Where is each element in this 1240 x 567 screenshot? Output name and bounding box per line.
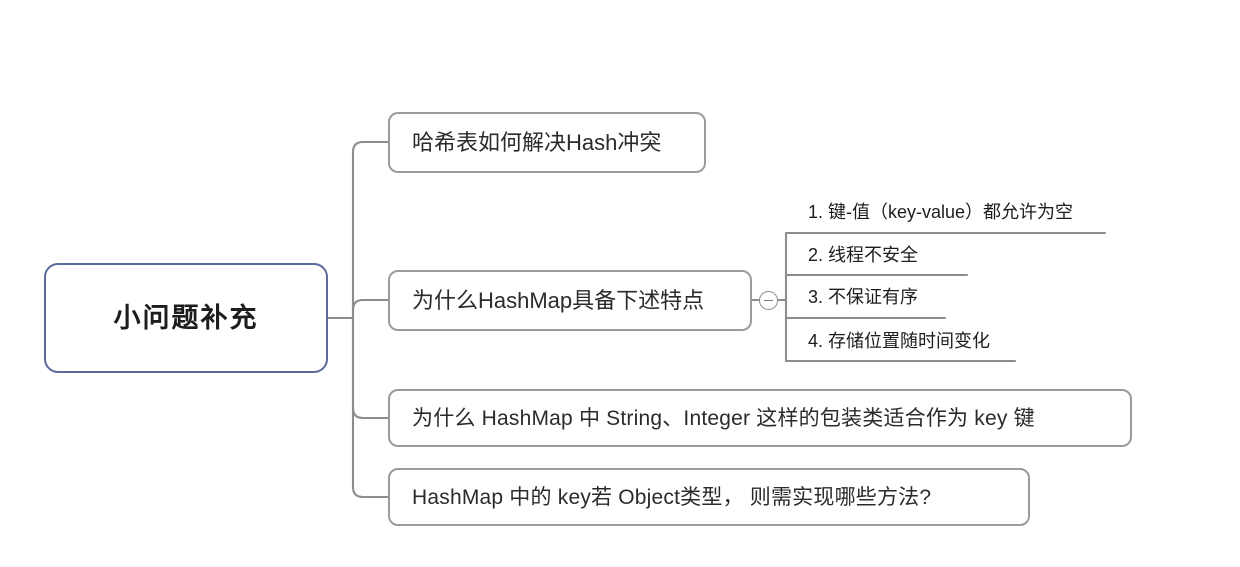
branch-node-hashmap-features[interactable]: 为什么HashMap具备下述特点: [388, 270, 752, 331]
root-node[interactable]: 小问题补充: [44, 263, 328, 373]
branch-node-hash-collision[interactable]: 哈希表如何解决Hash冲突: [388, 112, 706, 173]
branch-node-wrapper-key[interactable]: 为什么 HashMap 中 String、Integer 这样的包装类适合作为 …: [388, 389, 1132, 447]
branch-node-label: 哈希表如何解决Hash冲突: [412, 129, 662, 155]
root-node-label: 小问题补充: [113, 302, 259, 333]
branch-node-label: 为什么 HashMap 中 String、Integer 这样的包装类适合作为 …: [412, 406, 1035, 430]
branch-node-object-key[interactable]: HashMap 中的 key若 Object类型， 则需实现哪些方法?: [388, 468, 1030, 526]
subitem-2[interactable]: 3. 不保证有序: [808, 287, 919, 307]
connector-branch-object-key: [351, 316, 390, 499]
branch-node-label: 为什么HashMap具备下述特点: [412, 287, 705, 313]
subitem-0[interactable]: 1. 键-值（key-value）都允许为空: [808, 202, 1074, 222]
connector-branch-hashmap-features: [351, 298, 390, 320]
subitem-1[interactable]: 2. 线程不安全: [808, 245, 919, 265]
branch-node-label: HashMap 中的 key若 Object类型， 则需实现哪些方法?: [412, 485, 932, 509]
connector-branch-hash-collision: [351, 140, 390, 320]
minus-bar: [764, 299, 773, 302]
connector-branch-wrapper-key: [351, 316, 390, 420]
minus-circle-icon[interactable]: [759, 291, 778, 310]
subitem-3[interactable]: 4. 存储位置随时间变化: [808, 331, 991, 351]
